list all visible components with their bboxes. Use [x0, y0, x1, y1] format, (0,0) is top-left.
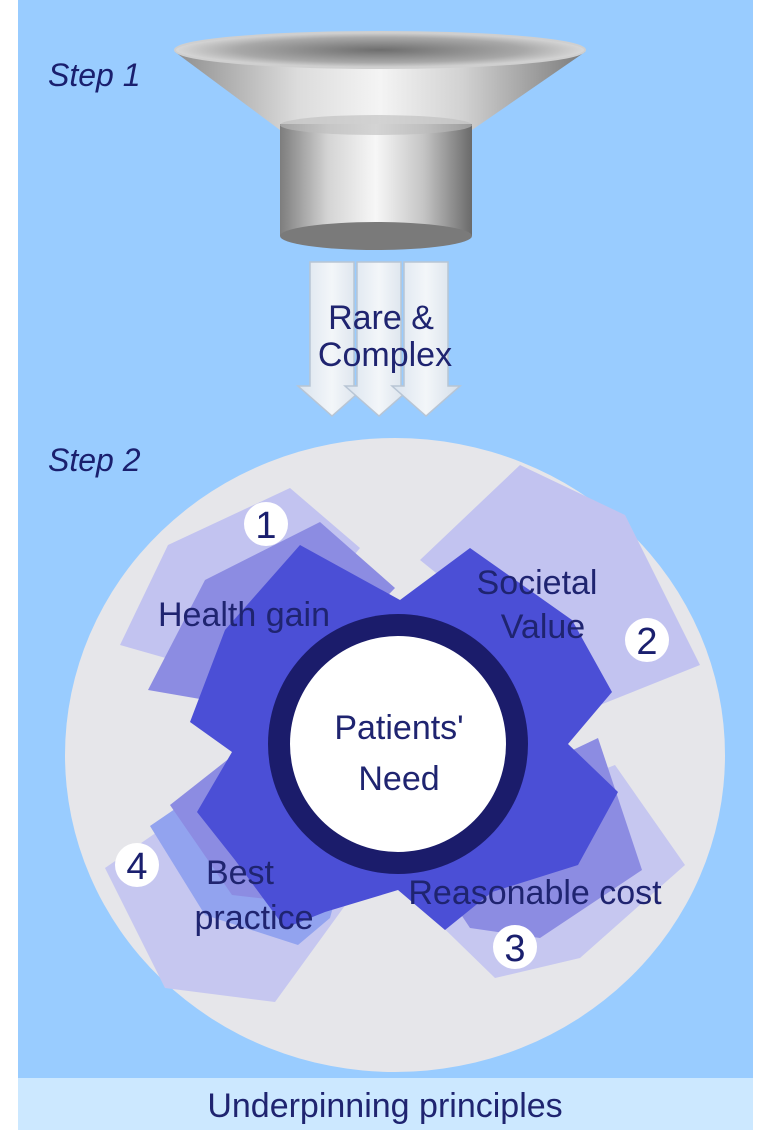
societal-value-line2: Value	[501, 608, 585, 646]
output-arrow-3	[390, 261, 462, 418]
funnel-output-arrows	[296, 261, 462, 418]
svg-text:1: 1	[255, 505, 276, 547]
center-line2: Need	[358, 760, 439, 798]
badge-2: 2	[625, 618, 669, 663]
footer-title: Underpinning principles	[207, 1087, 562, 1125]
svg-text:3: 3	[504, 928, 525, 970]
health-gain-label: Health gain	[158, 596, 330, 634]
footer-band	[18, 1078, 753, 1130]
funnel-icon	[174, 31, 586, 250]
badge-4: 4	[115, 843, 159, 888]
best-practice-line2: practice	[194, 899, 313, 937]
output-arrow-1	[296, 261, 368, 418]
step-1-label: Step 1	[48, 57, 141, 93]
rare-complex-line2: Complex	[318, 336, 452, 374]
step-2-label: Step 2	[48, 442, 141, 478]
reasonable-cost-label: Reasonable cost	[408, 874, 662, 912]
center-line1: Patients'	[334, 709, 463, 747]
rare-complex-line1: Rare &	[328, 299, 434, 337]
output-arrow-2	[343, 261, 415, 418]
center-circle	[290, 636, 506, 852]
best-practice-line1: Best	[206, 854, 275, 892]
badge-1: 1	[244, 502, 288, 547]
svg-text:2: 2	[636, 621, 657, 663]
badge-3: 3	[493, 925, 537, 970]
svg-text:4: 4	[126, 846, 147, 888]
societal-value-line1: Societal	[477, 564, 598, 602]
